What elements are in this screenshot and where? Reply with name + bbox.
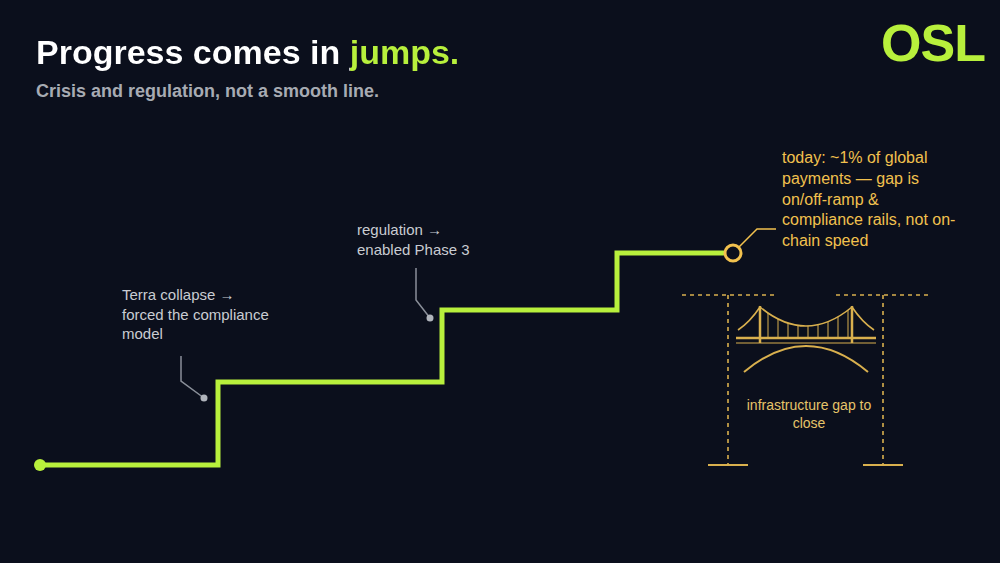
bridge-deck [736, 342, 876, 343]
bridge-hanger [828, 322, 829, 338]
bridge-illustration [682, 295, 932, 465]
bridge-tower [759, 306, 762, 343]
bridge-hanger [768, 313, 769, 338]
slide-title: Progress comes in jumps. [36, 30, 459, 74]
gap-edge [836, 294, 932, 296]
subtitle: Crisis and regulation, not a smooth line… [36, 80, 379, 103]
leader-line [181, 356, 204, 398]
step-line [34, 245, 741, 471]
bridge-deck [736, 337, 876, 340]
post-base [863, 464, 903, 466]
gap-edge [682, 294, 776, 296]
leader-lines [181, 229, 776, 402]
bridge-hangers [768, 310, 848, 338]
bridge-arch [744, 346, 868, 372]
bridge-hanger [778, 319, 779, 338]
callout-note: Terra collapse → forced the compliance m… [122, 285, 272, 344]
bridge-cable [738, 307, 874, 330]
bridge-hanger [818, 325, 819, 338]
today-marker [725, 245, 741, 261]
bridge-tower [851, 306, 854, 343]
gap-label: infrastructure gap to close [740, 394, 878, 434]
bridge-hanger [788, 323, 789, 338]
gap-post [727, 295, 729, 465]
brand-logo: OSL [881, 10, 985, 78]
bridge-hanger [798, 325, 799, 338]
bridge-hanger [808, 326, 809, 338]
bridge-hanger [838, 317, 839, 338]
bridge-hanger [848, 310, 849, 338]
progress-step-line [40, 253, 725, 465]
leader-dot [201, 395, 208, 402]
gap-post [882, 295, 884, 465]
callout-note: today: ~1% of global payments — gap is o… [782, 148, 960, 252]
callout-note: regulation → enabled Phase 3 [357, 220, 487, 259]
start-dot [34, 459, 46, 471]
post-base [708, 464, 748, 466]
leader-dot [427, 315, 434, 322]
leader-line [739, 229, 776, 247]
leader-line [416, 268, 430, 318]
